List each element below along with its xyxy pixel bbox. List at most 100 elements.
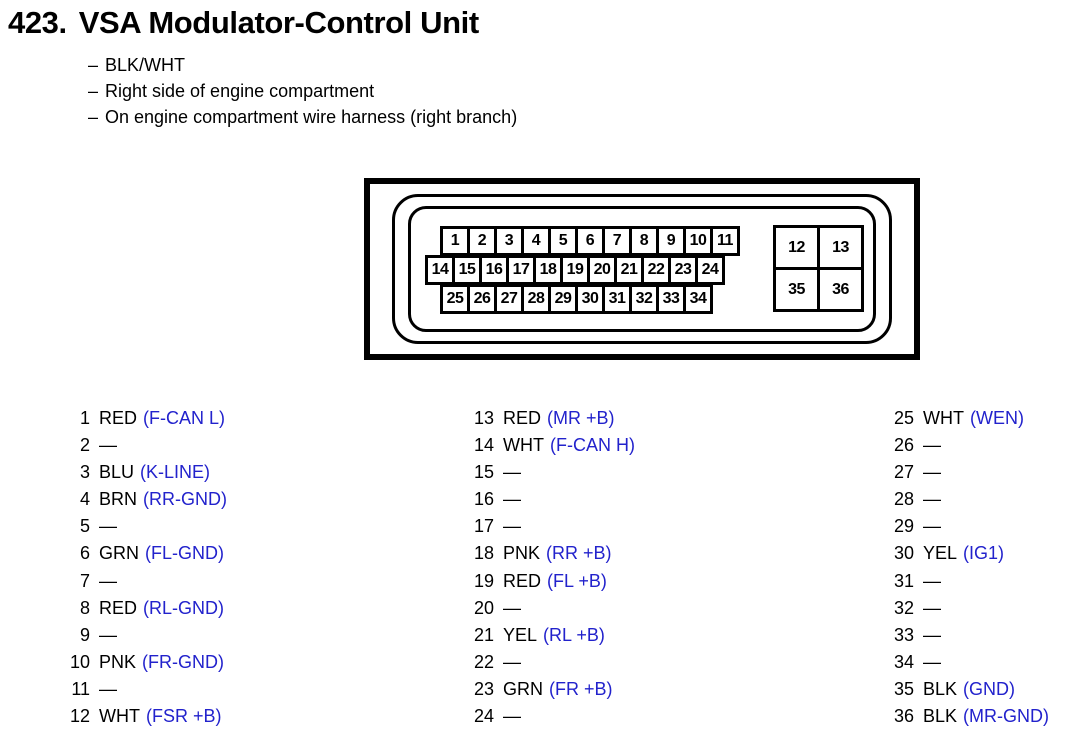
pin-empty-dash: — [99, 516, 117, 537]
pin-number: 32 [893, 597, 914, 618]
connector-pin-23: 23 [668, 255, 698, 285]
pin-wire-color: BRN [99, 489, 138, 510]
connector-pin-3: 3 [494, 226, 524, 256]
pin-empty-dash: — [923, 597, 941, 618]
pin-number: 30 [893, 543, 914, 564]
pin-number: 19 [473, 570, 494, 591]
pin-list-item: 29— [888, 516, 1049, 543]
connector-pin-36: 36 [817, 267, 864, 312]
connector-pin-12: 12 [773, 225, 820, 270]
pin-empty-dash: — [503, 516, 521, 537]
pin-signal-name: (RL-GND) [143, 597, 225, 618]
bullet-dash-icon: – [88, 55, 99, 75]
pin-empty-dash: — [503, 597, 521, 618]
pin-number: 34 [893, 651, 914, 672]
page-title-text: VSA Modulator-Control Unit [78, 5, 479, 40]
pin-number: 15 [473, 462, 494, 483]
pin-list-item: 26— [888, 435, 1049, 462]
pin-wire-color: BLK [923, 678, 958, 699]
pin-number: 13 [473, 408, 494, 428]
pin-list-item: 11 — [64, 679, 227, 706]
pin-number: 21 [473, 624, 494, 645]
pin-wire-color: BLU [99, 462, 135, 483]
pin-number: 8 [79, 597, 90, 618]
connector-pin-25: 25 [440, 284, 470, 314]
pin-list-item: 16— [468, 489, 635, 516]
description-bullet-text: On engine compartment wire harness (righ… [105, 107, 518, 127]
pin-empty-dash: — [923, 489, 941, 510]
pin-number: 29 [893, 516, 914, 537]
connector-pin-21: 21 [614, 255, 644, 285]
pin-number: 33 [893, 624, 914, 645]
pin-list-item: 22— [468, 652, 635, 679]
pin-list-item: 7— [64, 571, 227, 598]
pin-empty-dash: — [99, 435, 117, 456]
connector-pin-10: 10 [683, 226, 713, 256]
bullet-dash-icon: – [88, 107, 99, 127]
pin-number: 5 [79, 516, 90, 537]
connector-pin-31: 31 [602, 284, 632, 314]
pin-wire-color: GRN [99, 543, 139, 564]
pin-list-item: 34 — [888, 652, 1049, 679]
pin-number: 11 [71, 678, 90, 699]
connector-pin-17: 17 [506, 255, 536, 285]
pin-wire-color: PNK [99, 651, 137, 672]
pin-list-item: 20 — [468, 598, 635, 625]
pin-list-item: 32 — [888, 598, 1049, 625]
pin-wire-color: RED [503, 408, 542, 428]
pin-signal-name: (MR +B) [547, 408, 615, 428]
pin-empty-dash: — [923, 651, 941, 672]
pin-empty-dash: — [99, 678, 117, 699]
pin-wire-color: GRN [503, 678, 543, 699]
pin-wire-color: WHT [923, 408, 964, 428]
pin-list-item: 27— [888, 462, 1049, 489]
pin-signal-name: (GND) [963, 678, 1016, 699]
pin-list-item: 13 RED(MR +B) [468, 408, 635, 435]
connector-pin-1: 1 [440, 226, 470, 256]
connector-pin-24: 24 [695, 255, 725, 285]
pin-signal-name: (IG1) [963, 543, 1005, 564]
pin-empty-dash: — [923, 570, 941, 591]
pin-signal-name: (F-CAN L) [143, 408, 226, 428]
description-bullet-list: –BLK/WHT–Right side of engine compartmen… [88, 52, 728, 130]
pin-number: 27 [893, 462, 914, 483]
pin-number: 14 [473, 435, 494, 456]
connector-pin-9: 9 [656, 226, 686, 256]
pin-number: 36 [893, 706, 914, 727]
pin-wire-color: PNK [503, 543, 541, 564]
pin-signal-name: (RR-GND) [143, 489, 227, 510]
pin-signal-name: (RL +B) [543, 624, 605, 645]
connector-pin-28: 28 [521, 284, 551, 314]
connector-pin-2: 2 [467, 226, 497, 256]
connector-pin-35: 35 [773, 267, 820, 312]
pin-number: 1 [79, 408, 90, 428]
pin-number: 20 [473, 597, 494, 618]
pin-wire-color: WHT [99, 706, 140, 727]
pin-wire-color: BLK [923, 706, 958, 727]
pin-number: 28 [893, 489, 914, 510]
pin-number: 6 [79, 543, 90, 564]
pin-signal-name: (WEN) [969, 408, 1024, 428]
description-bullet-text: Right side of engine compartment [105, 81, 375, 101]
connector-pin-22: 22 [641, 255, 671, 285]
connector-pin-26: 26 [467, 284, 497, 314]
pin-number: 2 [79, 435, 90, 456]
